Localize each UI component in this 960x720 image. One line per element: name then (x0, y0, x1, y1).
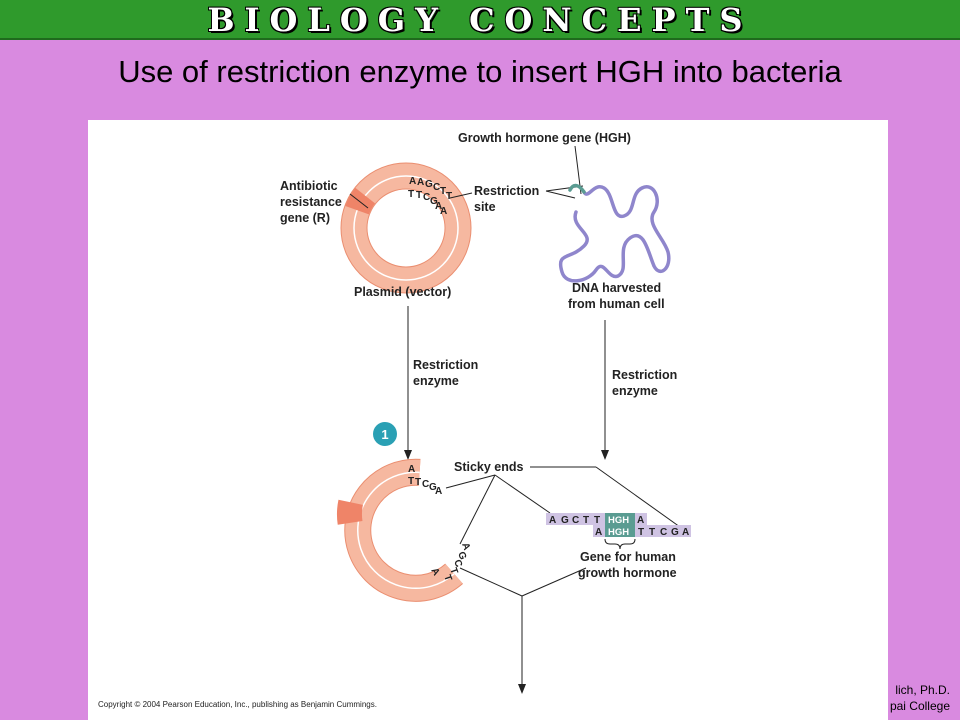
frag-letter: G (561, 515, 569, 526)
sticky-leader-lower (459, 474, 496, 545)
plasmid-site-bottom: T T C G A A (408, 189, 447, 217)
slide-title: Use of restriction enzyme to insert HGH … (118, 54, 842, 89)
restriction-site-leader-dna-1 (545, 190, 576, 199)
label-enzyme-right-line2: enzyme (612, 384, 658, 398)
seq-letter: T (416, 190, 422, 201)
sticky-lower-inner: A (428, 566, 441, 578)
label-antibiotic-line2: resistance (280, 195, 342, 209)
label-restriction-site-line1: Restriction (474, 184, 539, 198)
fragment-bottom-strand (635, 525, 691, 537)
sticky-leader-upper (445, 474, 496, 489)
seq-letter: G (430, 196, 438, 207)
restriction-diagram: A A G C T T T T C G A A Growth hormone g… (280, 131, 691, 694)
author-credit: lich, Ph.D. pai College (890, 682, 950, 714)
step-badge-circle (373, 422, 397, 446)
seq-letter: C (422, 479, 429, 490)
banner: BIOLOGY CONCEPTS (0, 0, 960, 40)
label-gene-for-line2: growth hormone (578, 566, 677, 580)
cut-antibiotic-band (336, 499, 364, 525)
seq-letter: A (417, 177, 424, 188)
sticky-upper-bottom: T T C G A (408, 476, 442, 497)
frag-letter: T (583, 515, 589, 526)
seq-letter: T (441, 573, 453, 583)
seq-letter: G (429, 482, 437, 493)
merge-line-right (521, 567, 587, 597)
restriction-site-leader-plasmid (449, 192, 473, 199)
frag-letter: T (649, 527, 655, 538)
seq-letter: A (409, 176, 416, 187)
seq-letter: T (415, 477, 421, 488)
seq-letter: T (440, 186, 446, 197)
hgh-fragment: A G C T T HGH A A HGH T T C G A (546, 513, 691, 538)
frag-letter: A (595, 527, 602, 538)
sticky-upper-top: A (408, 464, 415, 475)
arrow-left-head (404, 450, 412, 460)
label-enzyme-left-line2: enzyme (413, 374, 459, 388)
seq-letter: T (447, 566, 459, 576)
human-dna-strand (558, 185, 671, 283)
frag-letter: A (682, 527, 689, 538)
seq-letter: T (408, 189, 414, 200)
label-enzyme-left-line1: Restriction (413, 358, 478, 372)
label-gene-for-line1: Gene for human (580, 550, 676, 564)
frag-hgh-label: HGH (608, 515, 629, 526)
frag-letter: T (638, 527, 644, 538)
label-restriction-site-line2: site (474, 200, 496, 214)
merge-arrow-head (518, 684, 526, 694)
step-badge: 1 (373, 422, 397, 446)
frag-letter: C (660, 527, 667, 538)
label-plasmid: Plasmid (vector) (354, 285, 451, 299)
seq-letter: A (435, 201, 442, 212)
seq-letter: G (455, 550, 468, 561)
label-antibiotic-line3: gene (R) (280, 211, 330, 225)
frag-letter: A (637, 515, 644, 526)
label-growth-gene: Growth hormone gene (HGH) (458, 131, 631, 145)
fragment-bottom-start (593, 525, 605, 537)
gene-bracket (604, 538, 636, 550)
frag-hgh-label: HGH (608, 527, 629, 538)
label-dna-line2: from human cell (568, 297, 665, 311)
plasmid-cut (336, 458, 464, 602)
zoom-line-diagonal (595, 466, 681, 528)
sticky-leader-fragment (494, 474, 551, 514)
label-sticky-ends: Sticky ends (454, 460, 524, 474)
diagram-panel: A A G C T T T T C G A A Growth hormone g… (88, 120, 888, 720)
sticky-lower-outer: A G C T T (441, 541, 472, 583)
banner-title: BIOLOGY CONCEPTS (207, 1, 753, 39)
seq-letter: T (446, 191, 452, 202)
seq-letter: A (440, 206, 447, 217)
plasmid-site-top: A A G C T T (409, 176, 452, 202)
frag-letter: C (572, 515, 579, 526)
seq-letter: A (459, 541, 472, 552)
merge-line-left (459, 567, 523, 597)
fragment-top-end (635, 513, 647, 525)
cut-ring-strand-line (357, 471, 455, 589)
arrow-right-head (601, 450, 609, 460)
author-line1: lich, Ph.D. (895, 683, 950, 697)
seq-letter: C (433, 182, 440, 193)
seq-letter: C (451, 558, 464, 569)
copyright-notice: Copyright © 2004 Pearson Education, Inc.… (98, 700, 377, 709)
seq-letter: G (425, 179, 433, 190)
seq-letter: C (423, 192, 430, 203)
frag-letter: G (671, 527, 679, 538)
frag-letter: T (594, 515, 600, 526)
label-enzyme-right-line1: Restriction (612, 368, 677, 382)
frag-letter: A (549, 515, 556, 526)
author-line2: pai College (889, 699, 950, 713)
fragment-top-hgh (605, 513, 635, 525)
fragment-bottom-hgh (605, 525, 635, 537)
plasmid-strand-line (353, 175, 459, 281)
label-antibiotic-line1: Antibiotic (280, 179, 338, 193)
label-dna-line1: DNA harvested (572, 281, 661, 295)
antibiotic-leader (349, 193, 369, 209)
seq-letter: A (435, 486, 442, 497)
seq-letter: T (408, 476, 414, 487)
step-number: 1 (381, 427, 388, 442)
hgh-gene-segment (568, 183, 586, 194)
